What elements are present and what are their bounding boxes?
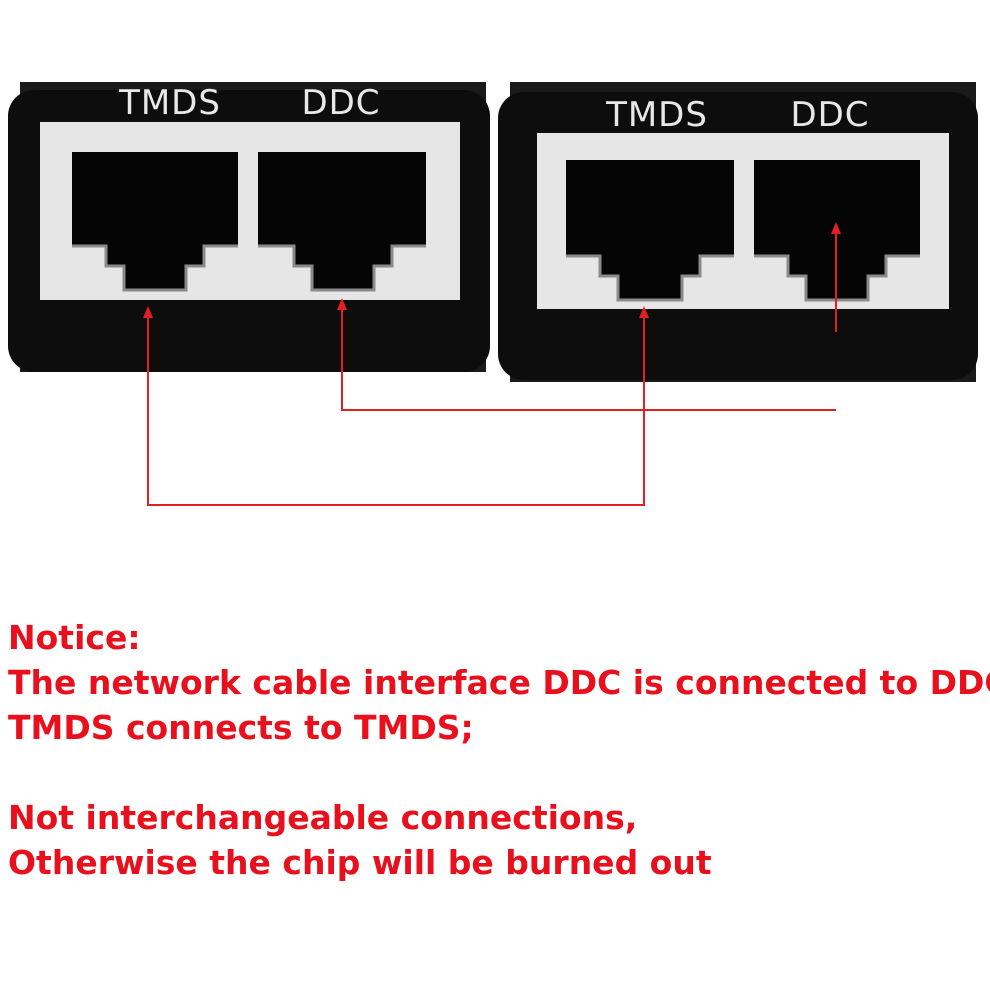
tmds-connection <box>143 306 649 506</box>
left-adapter: TMDS DDC <box>8 82 490 372</box>
notice-line-1: The network cable interface DDC is conne… <box>8 663 990 702</box>
notice-line-3: Not interchangeable connections, <box>8 798 638 837</box>
notice-spacer <box>8 750 988 795</box>
left-ddc-label: DDC <box>301 83 380 123</box>
right-ddc-label: DDC <box>790 95 869 135</box>
left-ddc-port <box>258 152 426 290</box>
notice-line-2: TMDS connects to TMDS; <box>8 708 474 747</box>
notice-text: Notice: The network cable interface DDC … <box>8 615 990 885</box>
right-tmds-port <box>566 160 734 300</box>
ddc-right-arrow <box>831 222 841 234</box>
tmds-left-arrow <box>143 306 153 318</box>
tmds-right-arrow <box>639 306 649 318</box>
left-tmds-port <box>72 152 238 290</box>
notice-line-4: Otherwise the chip will be burned out <box>8 843 712 882</box>
ddc-connection <box>337 222 841 411</box>
right-tmds-label: TMDS <box>605 95 708 135</box>
ddc-left-arrow <box>337 298 347 310</box>
right-adapter: TMDS DDC <box>498 82 978 382</box>
notice-heading: Notice: <box>8 618 141 657</box>
left-tmds-label: TMDS <box>118 83 221 123</box>
